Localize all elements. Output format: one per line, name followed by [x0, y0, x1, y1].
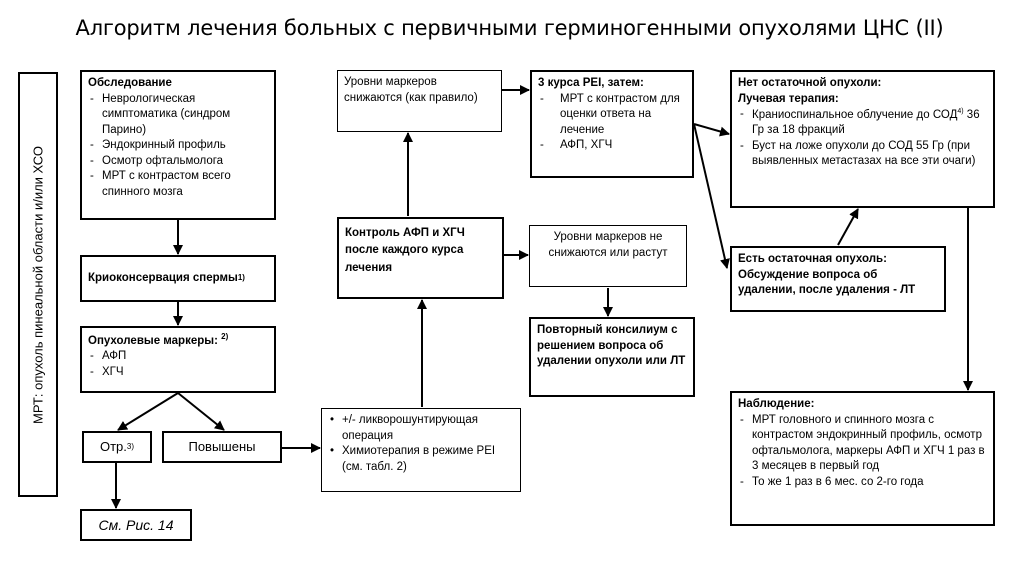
markers-box: Опухолевые маркеры: 2) АФП ХГЧ	[80, 326, 276, 393]
no-decrease-text: Уровни маркеров не снижаются или растут	[548, 231, 668, 259]
arrow-pei3-to-residual	[693, 123, 730, 269]
radiotherapy-footnote: 4)	[957, 108, 964, 116]
side-label-box: МРТ: опухоль пинеальной области и/или ХС…	[18, 72, 58, 497]
arrow-markers-to-elevated	[177, 392, 225, 431]
arrow-pei3-to-noresidual	[693, 123, 730, 137]
radiotherapy-heading: Лучевая терапия:	[738, 92, 839, 105]
residual-box: Есть остаточная опухоль: Обсуждение вопр…	[730, 246, 946, 312]
negative-footnote: 3)	[126, 441, 135, 451]
chemo-item: Химиотерапия в режиме PEI (см. табл. 2)	[328, 444, 514, 475]
chemo-box: +/- ликворошунтирующая операция Химиотер…	[321, 408, 521, 492]
markers-footnote: 2)	[221, 332, 229, 341]
pei3-item: АФП, ХГЧ	[538, 138, 686, 154]
markers-item: ХГЧ	[88, 365, 268, 381]
elevated-box: Повышены	[162, 431, 282, 463]
observation-box: Наблюдение: МРТ головного и спинного моз…	[730, 391, 995, 526]
markers-heading: Опухолевые маркеры:	[88, 334, 218, 347]
council-text: Повторный консилиум с решением вопроса о…	[537, 324, 686, 368]
exam-item: МРТ с контрастом всего спинного мозга	[88, 169, 268, 200]
elevated-text: Повышены	[188, 439, 256, 455]
see-fig-text: См. Рис. 14	[98, 516, 174, 533]
observation-item: МРТ головного и спинного мозга с контрас…	[738, 413, 987, 475]
side-label: МРТ: опухоль пинеальной области и/или ХС…	[30, 145, 46, 424]
chemo-item: +/- ликворошунтирующая операция	[328, 413, 514, 444]
no-decrease-box: Уровни маркеров не снижаются или растут	[529, 225, 687, 287]
control-box: Контроль АФП и ХГЧ после каждого курса л…	[337, 217, 504, 299]
pei3-item: МРТ с контрастом для оценки ответа на ле…	[538, 92, 686, 139]
arrow-residual-to-noresidual	[837, 208, 859, 246]
negative-box: Отр.3)	[82, 431, 152, 463]
residual-text: Есть остаточная опухоль: Обсуждение вопр…	[738, 253, 916, 297]
decrease-text: Уровни маркеров снижаются (как правило)	[344, 76, 478, 104]
exam-item: Эндокринный профиль	[88, 138, 268, 154]
observation-heading: Наблюдение:	[738, 398, 815, 410]
exam-item: Осмотр офтальмолога	[88, 154, 268, 170]
markers-item: АФП	[88, 349, 268, 365]
page-title: Алгоритм лечения больных с первичными ге…	[75, 16, 944, 40]
council-box: Повторный консилиум с решением вопроса о…	[529, 317, 695, 397]
exam-heading: Обследование	[88, 77, 172, 89]
no-residual-heading: Нет остаточной опухоли:	[738, 77, 882, 89]
exam-box: Обследование Неврологическая симптоматик…	[80, 70, 276, 220]
see-fig-box: См. Рис. 14	[80, 509, 192, 541]
cryo-footnote: 1)	[237, 273, 245, 283]
pei3-heading: 3 курса PEI, затем:	[538, 77, 644, 89]
observation-item: То же 1 раз в 6 мес. со 2-го года	[738, 475, 987, 491]
cryo-text: Криоконсервация спермы	[88, 271, 238, 284]
pei3-box: 3 курса PEI, затем: МРТ с контрастом для…	[530, 70, 694, 178]
radiotherapy-item: Буст на ложе опухоли до СОД 55 Гр (при в…	[738, 139, 987, 170]
control-text: Контроль АФП и ХГЧ после каждого курса л…	[345, 227, 465, 274]
negative-text: Отр.	[99, 439, 127, 455]
no-residual-box: Нет остаточной опухоли: Лучевая терапия:…	[730, 70, 995, 208]
radiotherapy-item: Краниоспинальное облучение до СОД4) 36 Г…	[738, 107, 987, 139]
arrow-markers-to-negative	[117, 392, 179, 431]
exam-item: Неврологическая симптоматика (синдром Па…	[88, 92, 268, 139]
decrease-box: Уровни маркеров снижаются (как правило)	[337, 70, 502, 132]
